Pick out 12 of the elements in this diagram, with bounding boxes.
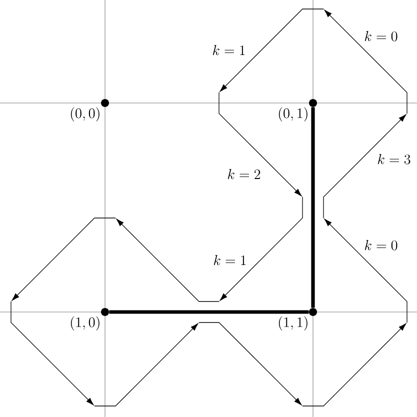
arrow-label: $k = 0$ [364, 31, 398, 42]
coordinate-label: $(1, 1)$ [278, 316, 308, 331]
thick-line [311, 107, 315, 308]
thick-line [109, 310, 309, 314]
coordinate-label: $(0, 1)$ [278, 107, 308, 122]
arrow-label: $k = 1$ [212, 45, 245, 56]
arrow-label: $k = 2$ [228, 169, 260, 180]
arrow-label: $k = 3$ [378, 154, 410, 164]
arrow-label: $k = 1$ [214, 255, 246, 266]
coordinate-label: $(1, 0)$ [70, 316, 100, 331]
coordinate-label: $(0, 0)$ [70, 107, 100, 122]
arrow-label: $k = 0$ [364, 240, 398, 250]
